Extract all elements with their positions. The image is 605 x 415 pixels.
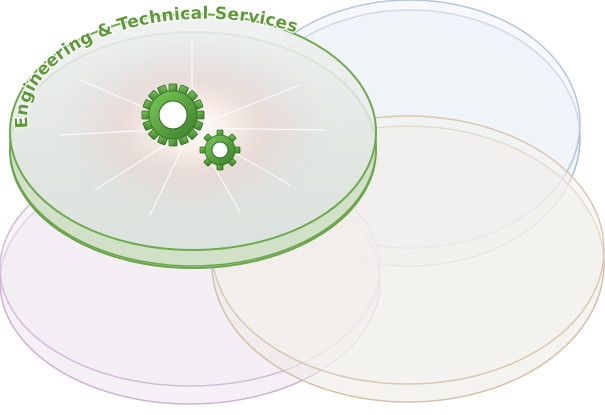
- gears-icon: [141, 83, 241, 171]
